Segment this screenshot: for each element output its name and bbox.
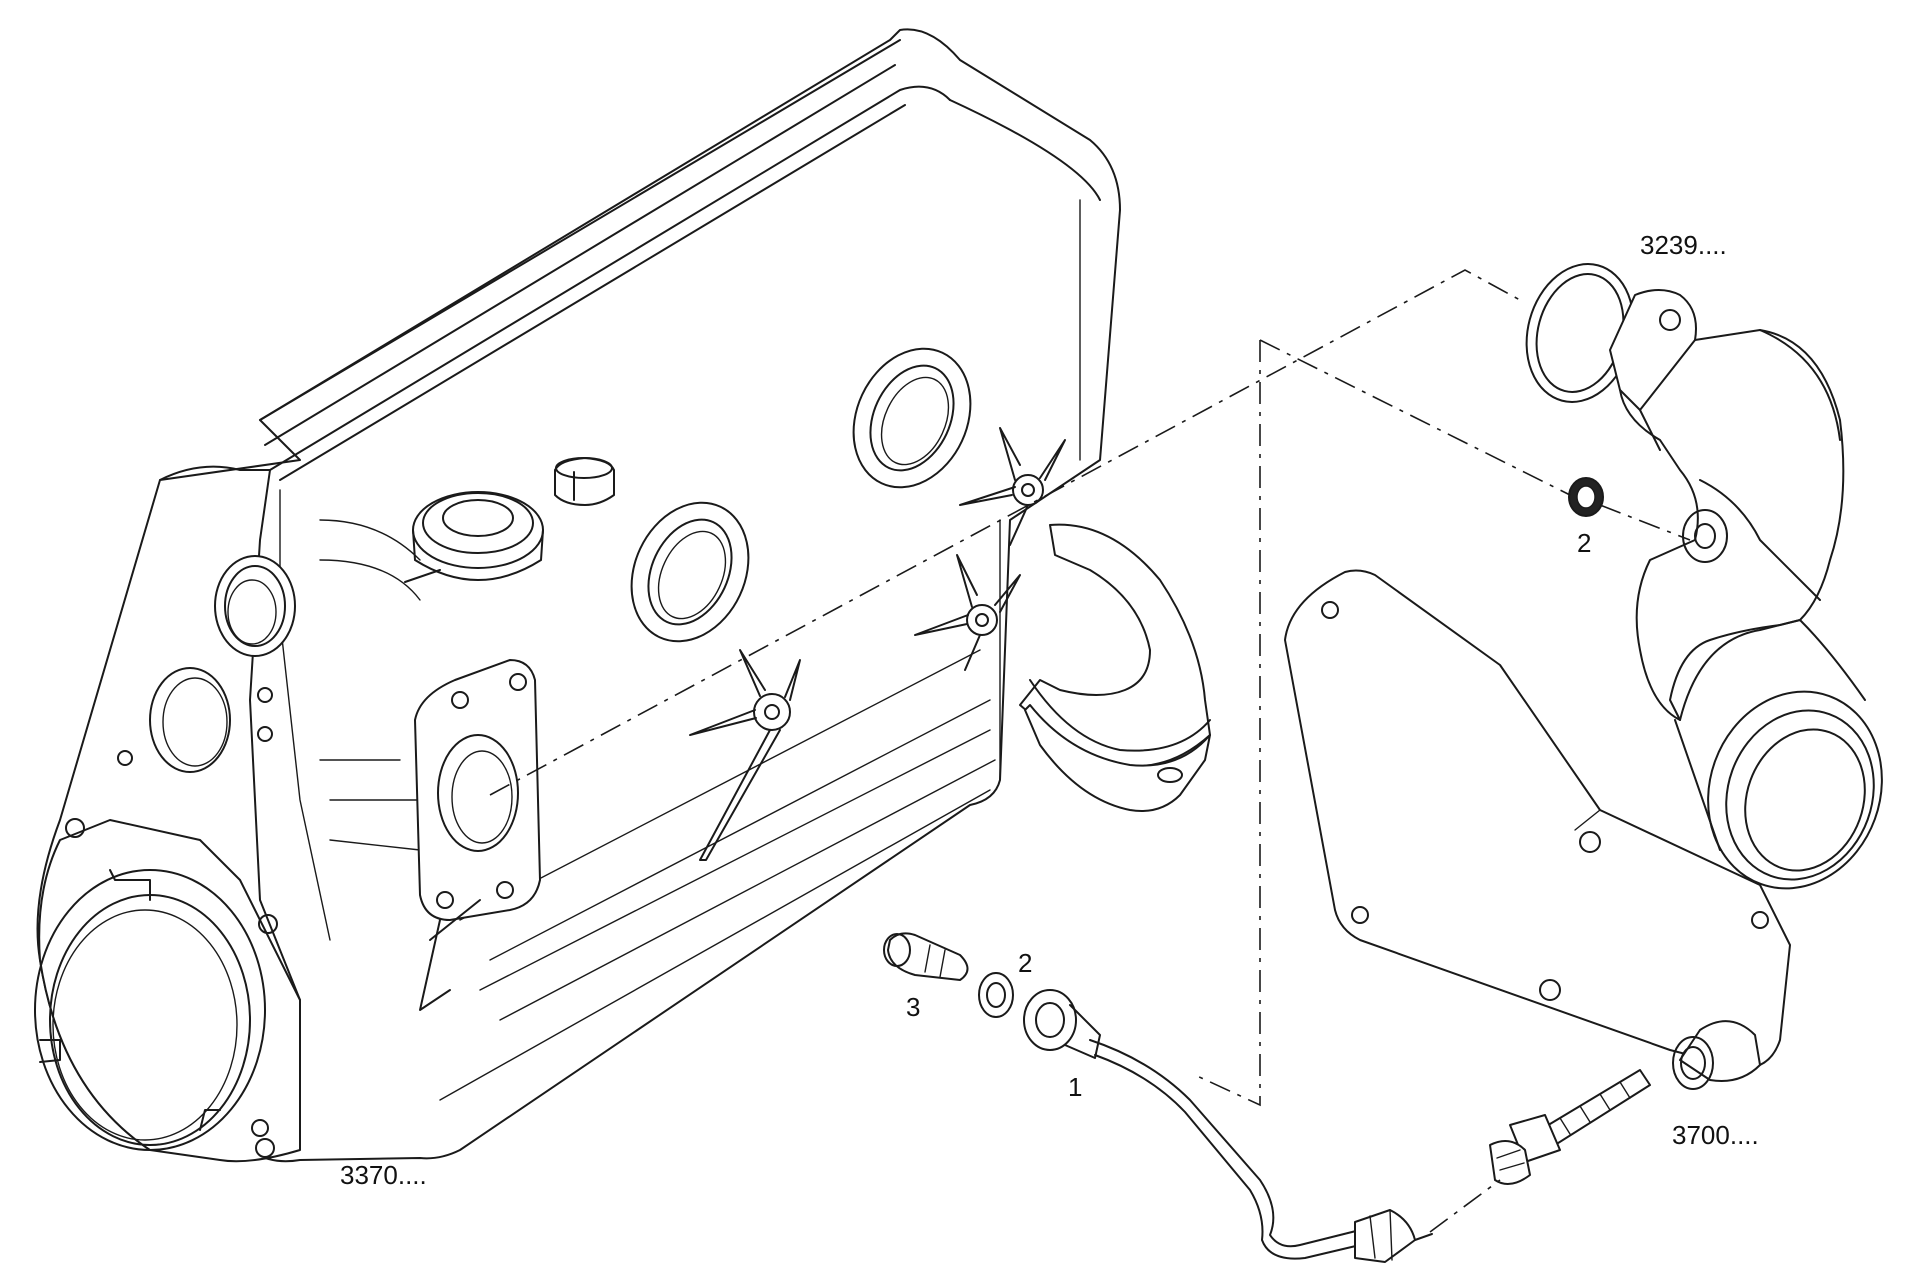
label-turbo-bracket: 3700.... (1672, 1120, 1759, 1150)
label-pipe: 1 (1068, 1072, 1083, 1102)
label-washer-lower: 2 (1018, 948, 1033, 978)
turbo-bracket-assembly (1284, 569, 1791, 1185)
banjo-bolt (883, 932, 969, 981)
washer-lower (978, 972, 1014, 1018)
mounting-star-2 (914, 554, 1021, 671)
mounting-star-1 (959, 427, 1066, 546)
pipe-assembly (1023, 989, 1433, 1263)
label-banjo-bolt: 3 (906, 992, 921, 1022)
washer-upper (1568, 477, 1604, 517)
label-cylinder-head: 3370.... (340, 1160, 427, 1190)
mounting-star-3 (689, 649, 801, 861)
exhaust-manifold-assembly (1525, 263, 1883, 890)
assembly-leader-lines (489, 269, 1691, 1233)
label-washer-upper: 2 (1577, 528, 1592, 558)
cylinder-head-assembly (34, 28, 1211, 1163)
label-exhaust-manifold: 3239.... (1640, 230, 1727, 260)
